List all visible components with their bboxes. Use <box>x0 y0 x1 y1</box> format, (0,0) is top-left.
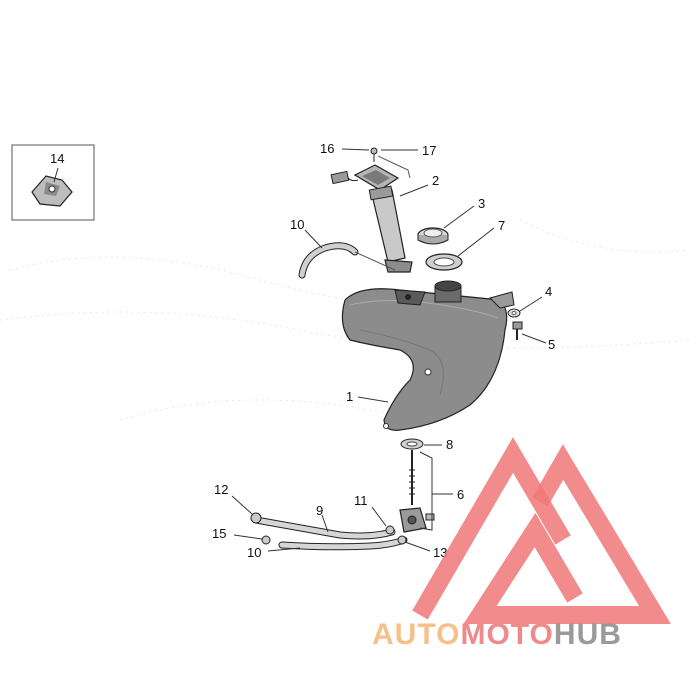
callout-8: 8 <box>446 437 453 452</box>
brand-moto: MOTO <box>460 618 554 651</box>
callout-16: 16 <box>320 141 334 156</box>
callout-10-top: 10 <box>290 217 304 232</box>
callout-5: 5 <box>548 337 555 352</box>
screw-part <box>370 147 378 162</box>
callout-4: 4 <box>545 284 552 299</box>
hose-clamp-part <box>250 512 407 545</box>
brand-hub: HUB <box>553 618 622 651</box>
callout-11: 11 <box>354 493 368 508</box>
fuel-tap-part <box>399 450 435 533</box>
bolt-part <box>512 321 523 340</box>
watermark-logo-mark <box>412 437 671 624</box>
watermark-brand-text: AUTOMOTOHUB <box>372 618 622 652</box>
callout-14: 14 <box>50 151 64 166</box>
callout-6: 6 <box>457 487 464 502</box>
breather-hose-part <box>298 242 396 279</box>
vacuum-hose-part <box>278 536 408 551</box>
fuel-tank-part <box>341 280 515 431</box>
washer-part <box>507 308 521 318</box>
fuel-hose-part <box>252 516 396 540</box>
callout-17: 17 <box>422 143 436 158</box>
spring-clip-part <box>31 175 73 207</box>
callout-9: 9 <box>316 503 323 518</box>
inset-box-clip: 14 <box>11 144 95 221</box>
callout-15: 15 <box>212 526 226 541</box>
brand-auto: AUTO <box>372 618 461 651</box>
gasket-ring-part <box>425 253 463 271</box>
callout-3: 3 <box>478 196 485 211</box>
fuel-sender-part <box>330 164 413 273</box>
callout-12: 12 <box>214 482 228 497</box>
filler-cap-part <box>417 227 449 245</box>
callout-7: 7 <box>498 218 505 233</box>
callout-10-bottom: 10 <box>247 545 261 560</box>
callout-2: 2 <box>432 173 439 188</box>
callout-1: 1 <box>346 389 353 404</box>
seal-ring-part <box>400 438 424 450</box>
